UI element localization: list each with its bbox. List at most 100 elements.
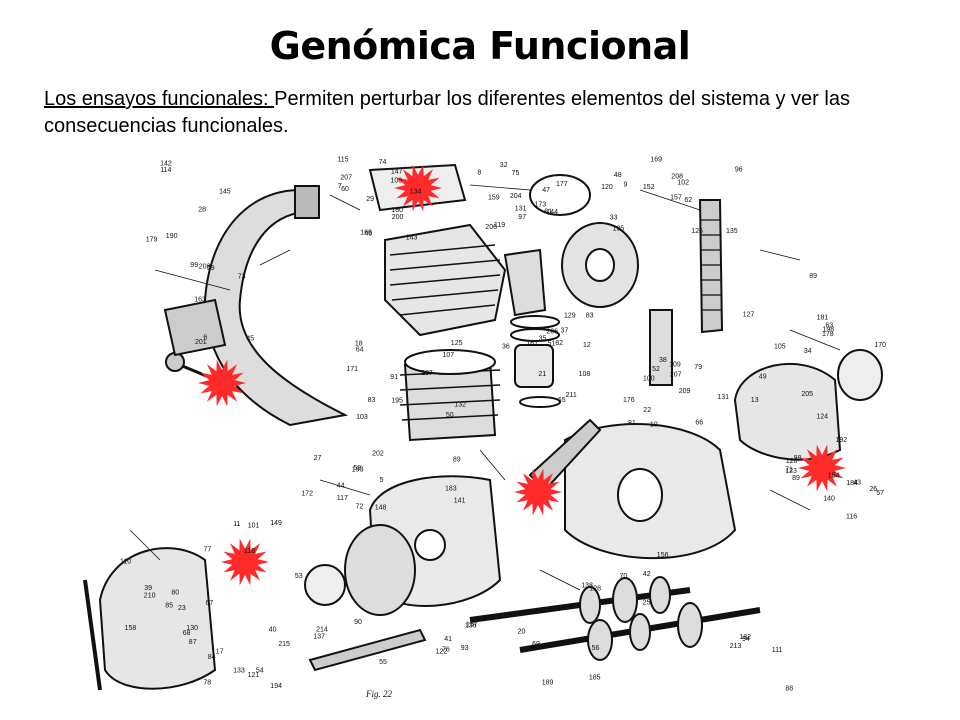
part-number-label: 123: [785, 468, 797, 475]
part-number-label: 97: [518, 214, 526, 221]
part-number-label: 50: [446, 412, 454, 419]
part-number-label: 21: [538, 371, 546, 378]
part-number-label: 138: [581, 582, 593, 589]
part-number-label: 184: [846, 480, 858, 487]
red-starburst-marker: [798, 444, 846, 492]
part-number-label: 130: [186, 625, 198, 632]
part-number-label: 141: [454, 498, 466, 505]
part-number-label: 207: [340, 175, 352, 182]
part-number-label: 195: [391, 398, 403, 405]
part-number-label: 73: [238, 274, 246, 281]
part-number-label: 5: [380, 477, 384, 484]
part-number-label: 25: [643, 600, 651, 607]
part-number-label: 166: [360, 229, 372, 236]
part-number-label: 192: [836, 437, 848, 444]
part-number-label: 119: [494, 222, 505, 229]
part-number-label: 147: [391, 169, 403, 176]
clutch-center: [304, 564, 346, 606]
part-number-label: 111: [772, 647, 783, 654]
exhaust-flange: [294, 185, 320, 219]
part-number-label: 115: [337, 157, 348, 164]
part-number-label: 180: [391, 207, 403, 214]
part-number-label: 116: [846, 513, 857, 520]
part-number-label: 7: [338, 183, 342, 190]
part-number-label: 201: [195, 339, 207, 346]
part-number-label: 214: [316, 627, 328, 634]
part-number-label: 161: [526, 341, 538, 348]
part-number-label: 211: [566, 392, 577, 399]
part-number-label: 20: [518, 628, 526, 635]
gear-cluster: [649, 309, 673, 386]
part-labels: 2032072041951981958320710184908889899910…: [120, 157, 886, 693]
part-number-label: 74: [379, 159, 387, 166]
part-number-label: 28: [198, 206, 206, 213]
round-lamp: [837, 349, 883, 401]
part-number-label: 200: [392, 214, 404, 221]
part-number-label: 42: [643, 571, 651, 578]
part-number-label: 88: [785, 685, 793, 692]
part-number-label: 38: [659, 357, 667, 364]
part-number-label: 57: [876, 490, 884, 497]
part-number-label: 51: [548, 340, 556, 347]
part-number-label: 110: [120, 559, 131, 566]
part-number-label: 75: [512, 170, 520, 177]
part-number-label: 169: [650, 157, 662, 164]
part-number-label: 58: [353, 465, 361, 472]
part-number-label: 62: [684, 197, 692, 204]
part-number-label: 55: [379, 659, 387, 666]
part-number-label: 178: [822, 331, 834, 338]
part-number-label: 136: [465, 623, 477, 630]
part-number-label: 189: [542, 680, 554, 687]
part-number-label: 43: [853, 479, 861, 486]
part-number-label: 122: [436, 648, 448, 655]
red-starburst-marker: [514, 468, 562, 516]
part-number-label: 127: [743, 312, 755, 319]
part-number-label: 13: [751, 397, 759, 404]
part-number-label: 120: [601, 184, 613, 191]
piston-ring-2: [510, 315, 560, 329]
part-number-label: 45: [246, 335, 254, 342]
part-number-label: 195: [613, 225, 625, 232]
gasket-ring: [529, 174, 591, 216]
part-number-label: 172: [301, 490, 313, 497]
part-number-label: 128: [589, 586, 601, 593]
part-number-label: 32: [500, 162, 508, 169]
subtitle-body: Permiten perturbar los diferentes elemen…: [44, 88, 850, 137]
slide-title: Genómica Funcional: [269, 24, 691, 68]
part-number-label: 144: [546, 209, 558, 216]
part-number-label: 23: [178, 605, 186, 612]
splined-rod: [308, 628, 427, 672]
part-number-label: 83: [368, 397, 376, 404]
part-number-label: 12: [583, 342, 591, 349]
part-number-label: 101: [248, 522, 260, 529]
part-number-label: 159: [488, 194, 500, 201]
part-number-label: 132: [454, 401, 466, 408]
part-number-label: 85: [165, 602, 173, 609]
part-number-label: 80: [171, 589, 179, 596]
part-number-label: 54: [256, 668, 264, 675]
part-number-label: 78: [203, 679, 211, 686]
clutch-basket: [344, 524, 416, 616]
part-number-label: 194: [270, 683, 282, 690]
part-number-label: 206: [546, 329, 558, 336]
part-number-label: 27: [314, 455, 322, 462]
part-number-label: 121: [248, 672, 260, 679]
part-number-label: 185: [589, 674, 601, 681]
part-number-label: 66: [695, 420, 703, 427]
part-number-label: 11: [233, 521, 240, 528]
red-starburst-marker: [221, 538, 269, 586]
part-number-label: 83: [586, 313, 594, 320]
part-number-label: 35: [539, 335, 547, 342]
part-number-label: 84: [208, 654, 216, 661]
part-number-label: 89: [809, 273, 817, 280]
part-number-label: 131: [717, 394, 729, 401]
part-number-label: 6: [203, 335, 207, 342]
part-number-label: 60: [341, 186, 349, 193]
leader-lines: [129, 184, 841, 591]
part-number-label: 183: [445, 486, 457, 493]
subtitle-lead: Los ensayos funcionales:: [44, 88, 275, 110]
part-number-label: 143: [406, 235, 418, 242]
part-number-label: 37: [561, 327, 569, 334]
primary-cover: [98, 547, 217, 690]
part-number-label: 107: [443, 352, 455, 359]
